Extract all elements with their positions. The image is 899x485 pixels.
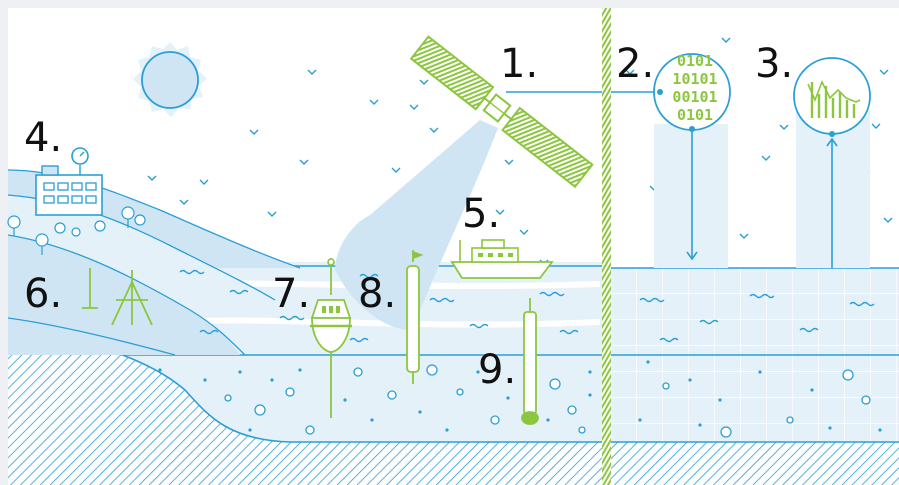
- seabed-right: [611, 442, 899, 485]
- profiler-icon: [522, 298, 538, 424]
- processing-beam: [654, 124, 728, 268]
- label-9: 9.: [478, 350, 516, 390]
- binary-row-4: 0101: [677, 106, 713, 124]
- label-6: 6.: [24, 274, 62, 314]
- binary-row-1: 0101: [677, 52, 713, 70]
- label-1: 1.: [500, 44, 538, 84]
- binary-row-2: 10101: [672, 70, 717, 88]
- binary-row-3: 00101: [672, 88, 717, 106]
- divider: [602, 8, 611, 485]
- mooring-sensor-icon: [407, 250, 421, 384]
- label-2: 2.: [616, 44, 654, 84]
- label-8: 8.: [358, 274, 396, 314]
- label-3: 3.: [755, 44, 793, 84]
- label-7: 7.: [272, 274, 310, 314]
- label-4: 4.: [24, 118, 62, 158]
- label-5: 5.: [462, 194, 500, 234]
- binary-data-icon: 0101 10101 00101 0101: [654, 52, 730, 132]
